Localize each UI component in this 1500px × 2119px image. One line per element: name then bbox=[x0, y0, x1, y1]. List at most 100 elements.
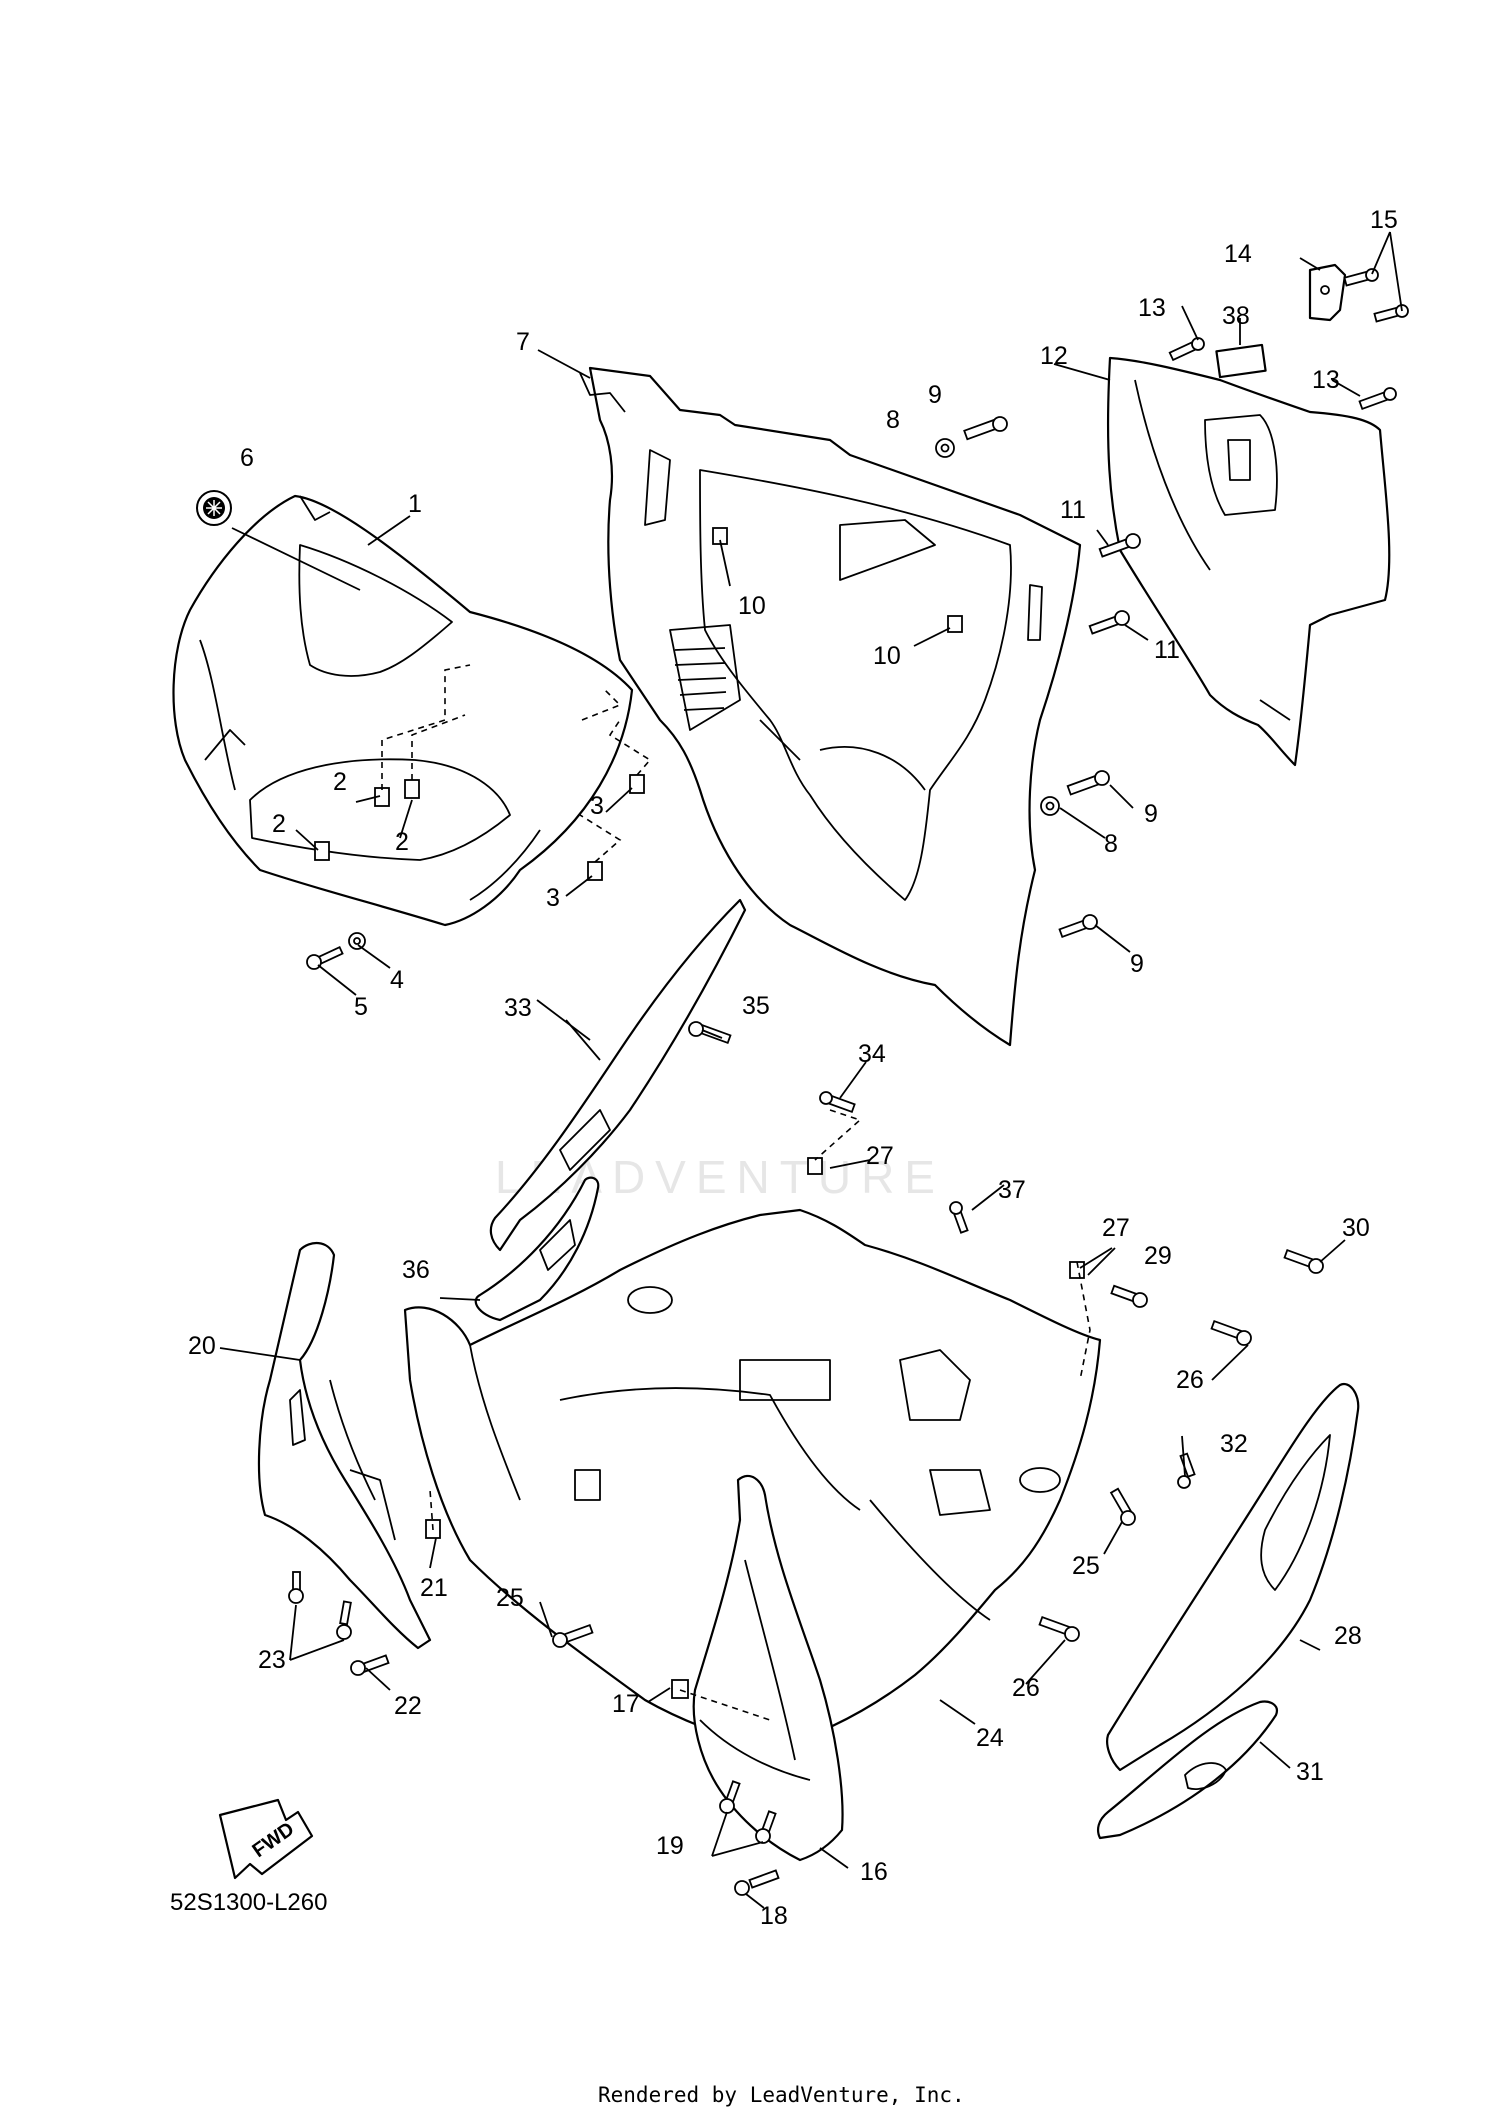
callout-11: 11 bbox=[1060, 496, 1086, 524]
label-sticker-38 bbox=[1215, 343, 1267, 379]
callout-17: 17 bbox=[612, 1690, 640, 1718]
callout-19: 19 bbox=[656, 1832, 684, 1860]
callout-20: 20 bbox=[188, 1332, 216, 1360]
screw-26a bbox=[1210, 1319, 1252, 1346]
callout-21: 21 bbox=[420, 1574, 448, 1602]
part-front-lower-cover bbox=[692, 1474, 844, 1862]
part-leg-shield bbox=[579, 366, 1082, 1047]
screw-34 bbox=[819, 1091, 856, 1114]
callout-12: 12 bbox=[1040, 342, 1068, 370]
callout-9: 9 bbox=[1130, 950, 1144, 978]
callout-1: 1 bbox=[408, 490, 422, 518]
callout-32: 32 bbox=[1220, 1430, 1248, 1458]
callout-26: 26 bbox=[1176, 1366, 1204, 1394]
callout-28: 28 bbox=[1334, 1622, 1362, 1650]
callout-11: 11 bbox=[1154, 636, 1180, 664]
clip-27a bbox=[807, 1157, 823, 1175]
screw-13a bbox=[1168, 337, 1205, 362]
callout-22: 22 bbox=[394, 1692, 422, 1720]
callout-33: 33 bbox=[504, 994, 532, 1022]
screw-18 bbox=[734, 1869, 780, 1896]
assembly-lines bbox=[381, 664, 1091, 1721]
emblem-part-6 bbox=[196, 490, 232, 526]
screw-9b bbox=[1066, 770, 1110, 796]
callout-15: 15 bbox=[1370, 206, 1398, 234]
callout-29: 29 bbox=[1144, 1242, 1172, 1270]
washer-4 bbox=[348, 932, 366, 950]
clip-10b bbox=[947, 615, 963, 633]
screw-26b bbox=[1038, 1615, 1080, 1642]
diagram-code: 52S1300-L260 bbox=[170, 1889, 327, 1916]
callout-10: 10 bbox=[738, 592, 766, 620]
screw-32 bbox=[1177, 1452, 1196, 1489]
callout-27: 27 bbox=[1102, 1214, 1130, 1242]
part-bracket-14 bbox=[1308, 263, 1347, 322]
callout-7: 7 bbox=[516, 328, 530, 356]
screw-37 bbox=[949, 1201, 969, 1234]
screw-19b bbox=[755, 1810, 777, 1844]
fwd-arrow: FWD bbox=[218, 1798, 314, 1880]
screw-23a bbox=[288, 1571, 304, 1604]
callout-30: 30 bbox=[1342, 1214, 1370, 1242]
callout-14: 14 bbox=[1224, 240, 1252, 268]
callout-16: 16 bbox=[860, 1858, 888, 1886]
screw-25b bbox=[1109, 1487, 1136, 1526]
callout-9: 9 bbox=[928, 381, 942, 409]
part-upper-panel bbox=[1106, 356, 1391, 767]
callout-38: 38 bbox=[1222, 302, 1250, 330]
leader-lines bbox=[219, 231, 1403, 1909]
clip-2b bbox=[404, 779, 420, 799]
callout-35: 35 bbox=[742, 992, 770, 1020]
screw-35 bbox=[688, 1021, 732, 1045]
clip-17 bbox=[671, 1679, 689, 1699]
callout-25: 25 bbox=[1072, 1552, 1100, 1580]
callout-3: 3 bbox=[546, 884, 560, 912]
nut-8a bbox=[935, 438, 955, 458]
part-inner-trim-36 bbox=[474, 1176, 600, 1322]
callout-31: 31 bbox=[1296, 1758, 1324, 1786]
callout-2: 2 bbox=[272, 810, 286, 838]
part-front-cover bbox=[172, 494, 634, 927]
part-emblem-plate bbox=[1097, 1700, 1278, 1840]
callout-37: 37 bbox=[998, 1176, 1026, 1204]
callout-9: 9 bbox=[1144, 800, 1158, 828]
screw-9c bbox=[1058, 914, 1098, 939]
screw-25a bbox=[552, 1623, 594, 1648]
callout-34: 34 bbox=[858, 1040, 886, 1068]
callout-24: 24 bbox=[976, 1724, 1004, 1752]
screw-15b bbox=[1373, 304, 1409, 323]
callout-2: 2 bbox=[395, 828, 409, 856]
callout-13: 13 bbox=[1138, 294, 1166, 322]
part-side-cover-left bbox=[257, 1242, 432, 1650]
screw-9a bbox=[963, 416, 1008, 441]
screw-15a bbox=[1343, 268, 1379, 287]
nut-8b bbox=[1040, 796, 1060, 816]
screw-30 bbox=[1283, 1248, 1324, 1274]
callout-36: 36 bbox=[402, 1256, 430, 1284]
callout-18: 18 bbox=[760, 1902, 788, 1930]
screw-29 bbox=[1110, 1284, 1148, 1308]
part-inner-trim-33 bbox=[489, 898, 747, 1252]
callout-2: 2 bbox=[333, 768, 347, 796]
callout-3: 3 bbox=[590, 792, 604, 820]
callouts: 1 2 2 2 3 3 4 5 6 7 8 8 9 9 9 10 10 11 1… bbox=[188, 206, 1398, 1930]
screw-11a bbox=[1098, 533, 1141, 558]
callout-10: 10 bbox=[873, 642, 901, 670]
callout-26: 26 bbox=[1012, 1674, 1040, 1702]
part-right-side-panel bbox=[1106, 1382, 1360, 1772]
callout-25: 25 bbox=[496, 1584, 524, 1612]
callout-6: 6 bbox=[240, 444, 254, 472]
screw-5 bbox=[306, 946, 344, 970]
callout-8: 8 bbox=[886, 406, 900, 434]
callout-23: 23 bbox=[258, 1646, 286, 1674]
rendered-by-credit: Rendered by LeadVenture, Inc. bbox=[598, 2083, 965, 2107]
clip-2c bbox=[314, 841, 330, 861]
clip-3a bbox=[629, 774, 645, 794]
callout-27: 27 bbox=[866, 1142, 894, 1170]
callout-5: 5 bbox=[354, 993, 368, 1021]
fasteners bbox=[288, 268, 1409, 1896]
callout-8: 8 bbox=[1104, 830, 1118, 858]
screw-23b bbox=[336, 1600, 352, 1640]
callout-13: 13 bbox=[1312, 366, 1340, 394]
